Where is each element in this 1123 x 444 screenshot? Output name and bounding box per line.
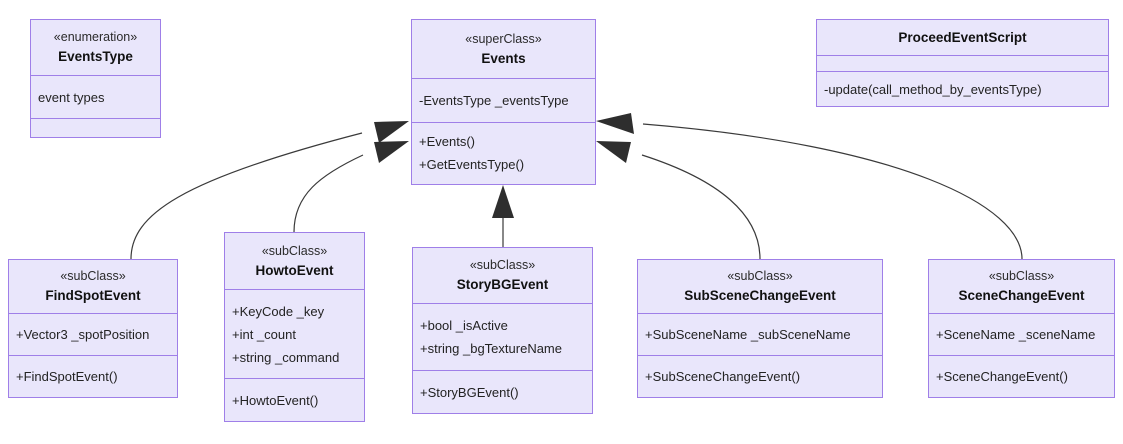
class-header-find-spot-event: «subClass» FindSpotEvent <box>9 260 177 315</box>
class-header-proceed-event-script: ProceedEventScript <box>817 20 1108 56</box>
class-box-proceed-event-script[interactable]: ProceedEventScript -update(call_method_b… <box>816 19 1109 107</box>
operation: +HowtoEvent() <box>232 392 319 408</box>
arrowhead-findspotevent <box>374 121 409 143</box>
operation: -update(call_method_by_eventsType) <box>824 81 1042 97</box>
class-attributes-story-bg-event: +bool _isActive +string _bgTextureName <box>413 304 592 372</box>
generalization-subscenechangeevent-to-events <box>641 154 761 260</box>
arrowhead-scenechangeevent <box>596 113 634 134</box>
class-header-howto-event: «subClass» HowtoEvent <box>225 233 364 291</box>
arrowhead-subscenechangeevent <box>596 141 631 163</box>
class-box-find-spot-event[interactable]: «subClass» FindSpotEvent +Vector3 _spotP… <box>8 259 178 398</box>
class-stereotype: «enumeration» <box>53 30 138 45</box>
attribute: +KeyCode _key <box>232 303 325 319</box>
class-header-events-type: «enumeration» EventsType <box>31 20 160 77</box>
operation: +GetEventsType() <box>419 157 525 173</box>
class-box-howto-event[interactable]: «subClass» HowtoEvent +KeyCode _key +int… <box>224 232 365 422</box>
class-header-events: «superClass» Events <box>412 20 595 80</box>
attribute: event types <box>38 89 105 105</box>
class-stereotype: «subClass» <box>988 269 1055 284</box>
class-attributes-proceed-event-script <box>817 56 1108 72</box>
class-attributes-find-spot-event: +Vector3 _spotPosition <box>9 314 177 356</box>
class-header-story-bg-event: «subClass» StoryBGEvent <box>413 248 592 305</box>
class-attributes-howto-event: +KeyCode _key +int _count +string _comma… <box>225 290 364 380</box>
class-stereotype: «subClass» <box>469 258 536 273</box>
class-attributes-scene-change-event: +SceneName _sceneName <box>929 314 1114 356</box>
arrowhead-howtoevent <box>374 141 409 163</box>
class-operations-sub-scene-change-event: +SubSceneChangeEvent() <box>638 356 882 397</box>
class-header-scene-change-event: «subClass» SceneChangeEvent <box>929 260 1114 315</box>
class-box-sub-scene-change-event[interactable]: «subClass» SubSceneChangeEvent +SubScene… <box>637 259 883 398</box>
class-operations-story-bg-event: +StoryBGEvent() <box>413 371 592 413</box>
class-operations-proceed-event-script: -update(call_method_by_eventsType) <box>817 72 1108 106</box>
attribute: +SceneName _sceneName <box>936 326 1096 342</box>
class-box-story-bg-event[interactable]: «subClass» StoryBGEvent +bool _isActive … <box>412 247 593 414</box>
class-attributes-events: -EventsType _eventsType <box>412 79 595 123</box>
attribute: -EventsType _eventsType <box>419 92 569 108</box>
class-attributes-sub-scene-change-event: +SubSceneName _subSceneName <box>638 314 882 356</box>
class-operations-scene-change-event: +SceneChangeEvent() <box>929 356 1114 397</box>
class-name: SceneChangeEvent <box>958 288 1085 304</box>
arrowhead-storybgevent <box>492 185 514 218</box>
class-stereotype: «subClass» <box>60 269 126 284</box>
class-name: FindSpotEvent <box>45 288 141 304</box>
class-attributes-events-type: event types <box>31 76 160 120</box>
generalization-scenechangeevent-to-events <box>642 123 1023 260</box>
class-name: EventsType <box>58 49 133 65</box>
class-operations-find-spot-event: +FindSpotEvent() <box>9 356 177 397</box>
class-operations-howto-event: +HowtoEvent() <box>225 379 364 421</box>
generalization-howtoevent-to-events <box>293 154 364 233</box>
class-operations-events: +Events() +GetEventsType() <box>412 123 595 184</box>
class-box-events[interactable]: «superClass» Events -EventsType _eventsT… <box>411 19 596 185</box>
attribute: +string _bgTextureName <box>420 341 562 357</box>
attribute: +bool _isActive <box>420 318 508 334</box>
class-stereotype: «superClass» <box>465 31 542 46</box>
class-stereotype: «subClass» <box>261 243 328 258</box>
operation: +FindSpotEvent() <box>16 368 118 384</box>
class-name: HowtoEvent <box>255 262 334 278</box>
class-operations-events-type <box>31 119 160 137</box>
attribute: +Vector3 _spotPosition <box>16 326 150 342</box>
class-stereotype: «subClass» <box>727 269 793 284</box>
operation: +Events() <box>419 134 475 150</box>
class-name: ProceedEventScript <box>898 30 1027 45</box>
attribute: +SubSceneName _subSceneName <box>645 326 851 342</box>
attribute: +string _command <box>232 349 340 365</box>
class-name: Events <box>481 50 526 66</box>
class-box-events-type[interactable]: «enumeration» EventsType event types <box>30 19 161 138</box>
class-header-sub-scene-change-event: «subClass» SubSceneChangeEvent <box>638 260 882 315</box>
operation: +SceneChangeEvent() <box>936 368 1068 384</box>
class-box-scene-change-event[interactable]: «subClass» SceneChangeEvent +SceneName _… <box>928 259 1115 398</box>
operation: +SubSceneChangeEvent() <box>645 368 801 384</box>
operation: +StoryBGEvent() <box>420 384 519 400</box>
class-name: StoryBGEvent <box>456 277 549 293</box>
class-name: SubSceneChangeEvent <box>684 288 836 304</box>
attribute: +int _count <box>232 326 296 342</box>
